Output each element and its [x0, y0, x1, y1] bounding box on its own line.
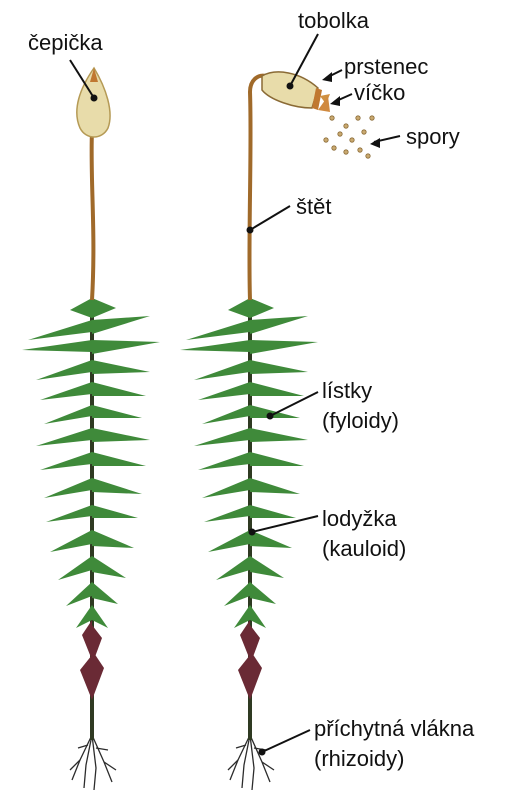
- label-listky: lístky: [322, 378, 372, 404]
- right-seta: [249, 76, 266, 300]
- capsule: [262, 72, 330, 110]
- left-rhizoids: [70, 735, 116, 790]
- label-lodyzka: lodyžka: [322, 506, 397, 532]
- label-stet: štět: [296, 194, 331, 220]
- left-plant: [22, 60, 160, 790]
- right-lower-leaves: [238, 620, 262, 700]
- label-prichytna-vlakna: příchytná vlákna: [314, 716, 474, 742]
- right-rhizoids: [228, 735, 274, 790]
- label-spory: spory: [406, 124, 460, 150]
- label-kauloid: (kauloid): [322, 536, 406, 562]
- spores: [324, 116, 374, 158]
- label-cepicka: čepička: [28, 30, 103, 56]
- label-prstenec: prstenec: [344, 54, 428, 80]
- label-fyloidy: (fyloidy): [322, 408, 399, 434]
- left-lower-leaves: [80, 620, 104, 700]
- label-vicko: víčko: [354, 80, 405, 106]
- label-tobolka: tobolka: [298, 8, 369, 34]
- label-rhizoidy: (rhizoidy): [314, 746, 404, 772]
- left-seta: [92, 130, 94, 300]
